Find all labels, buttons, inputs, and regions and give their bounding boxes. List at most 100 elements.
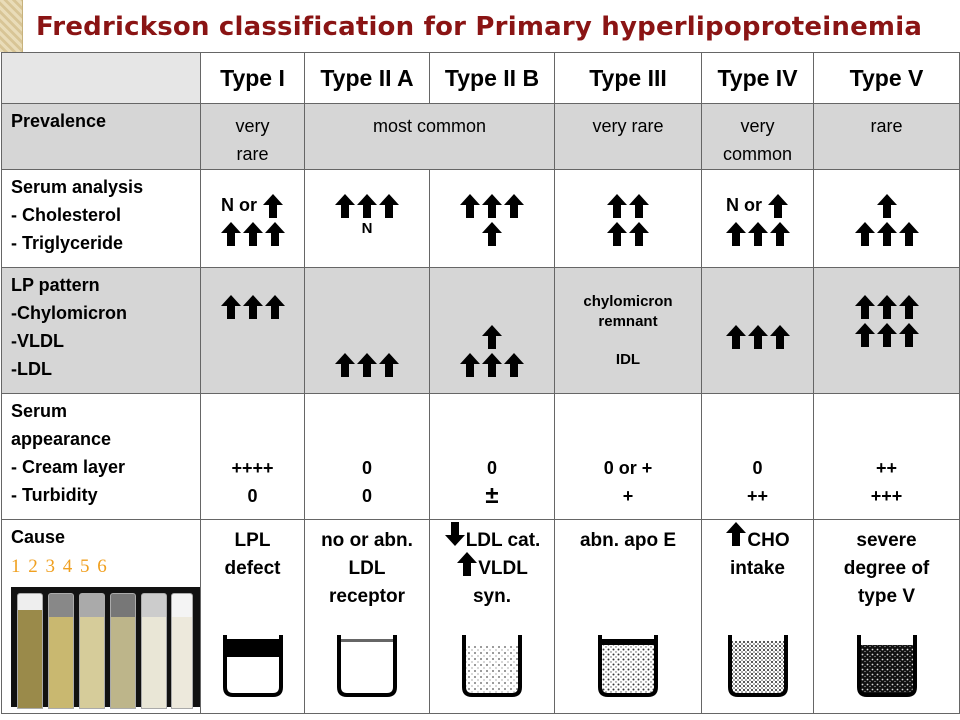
serum-type-iv-tg [703, 219, 813, 247]
appearance-type-iii-cream: 0 or + [603, 458, 653, 478]
arrow-up-icon [629, 193, 649, 218]
serum-n-or-label: N or [220, 194, 257, 215]
lp-type-iv-vldl [703, 322, 813, 350]
cause-type-i-line1: LPL [234, 530, 271, 551]
arrow-up-icon [607, 221, 627, 246]
appearance-type-iib-cream: 0 [486, 458, 497, 478]
prevalence-type-iv: very common [701, 103, 814, 170]
appearance-type-v-turbidity: +++ [870, 486, 903, 506]
arrow-up-icon [357, 193, 377, 218]
lp-type-iii: chylomicron remnant IDL [554, 267, 702, 394]
cause-row: Cause 1 2 3 4 5 6 LPL defect no or abn. … [1, 519, 960, 714]
appearance-type-iii: 0 or ++ [554, 393, 702, 520]
lp-type-iib [429, 267, 555, 394]
serum-type-i-tg [202, 219, 304, 247]
cause-type-iii-line1: abn. apo E [579, 530, 677, 551]
cause-type-iib-text1: LDL cat. [465, 530, 541, 551]
arrow-up-icon [482, 221, 502, 246]
lp-type-i-chylomicron [202, 292, 304, 320]
header-blank [1, 52, 201, 104]
appearance-type-iia-turbidity: 0 [361, 486, 372, 506]
serum-type-iia: N [304, 169, 430, 268]
test-tube-6 [171, 593, 193, 709]
test-tubes-photo [11, 587, 200, 709]
cause-type-v-line3: type V [857, 586, 916, 607]
arrow-up-icon [457, 551, 478, 576]
lp-label-line3: -VLDL [11, 331, 64, 351]
header-row: Type I Type II A Type II B Type III Type… [1, 52, 960, 104]
arrow-up-icon [725, 221, 746, 246]
prevalence-type-iv-line2: common [722, 144, 793, 164]
arrow-up-icon [482, 193, 502, 218]
header-type-iv: Type IV [701, 52, 814, 104]
serum-beaker-type-iia [337, 635, 397, 697]
serum-type-v-chol [815, 191, 959, 219]
cause-type-iib: LDL cat. VLDL syn. [429, 519, 555, 714]
cause-type-v: severe degree of type V [813, 519, 960, 714]
arrow-up-icon [264, 295, 285, 320]
arrow-up-icon [769, 221, 790, 246]
serum-beaker-type-iii [598, 635, 658, 697]
serum-type-iia-tg: N [361, 219, 373, 237]
appearance-type-iib-turbidity: ± [485, 482, 499, 509]
arrow-up-icon [876, 221, 897, 246]
lp-type-v-vldl [815, 320, 959, 348]
header-type-iii: Type III [554, 52, 702, 104]
arrow-up-icon [898, 323, 919, 348]
cause-type-iv-line2: intake [730, 558, 785, 579]
fredrickson-table: Type I Type II A Type II B Type III Type… [1, 52, 960, 714]
cause-type-iia: no or abn. LDL receptor [304, 519, 430, 714]
cause-label: Cause [11, 527, 66, 547]
arrow-up-icon [504, 353, 524, 378]
arrow-up-icon [747, 221, 768, 246]
serum-type-iib [429, 169, 555, 268]
serum-type-i-chol: N or [202, 191, 304, 219]
corner-decoration [0, 0, 23, 52]
arrow-up-icon [482, 325, 502, 350]
lp-label-line1: LP pattern [11, 275, 100, 295]
header-type-i: Type I [200, 52, 305, 104]
appearance-type-iv: 0++ [701, 393, 814, 520]
lp-type-v [813, 267, 960, 394]
arrow-up-icon [460, 193, 480, 218]
arrow-up-icon [460, 353, 480, 378]
lp-type-i [200, 267, 305, 394]
arrow-up-icon [607, 193, 627, 218]
lp-label-line4: -LDL [11, 359, 52, 379]
arrow-up-icon [768, 193, 788, 218]
lp-label-line2: -Chylomicron [11, 303, 128, 323]
lp-type-iib-ldl [431, 350, 554, 378]
arrow-up-icon [726, 521, 747, 546]
arrow-up-icon [725, 325, 746, 350]
cause-type-i-line2: defect [224, 558, 281, 579]
serum-type-iia-chol [306, 191, 429, 219]
serum-type-iii [554, 169, 702, 268]
arrow-up-icon [876, 295, 897, 320]
arrow-up-icon [335, 353, 355, 378]
serum-type-iii-tg [556, 219, 701, 247]
appearance-type-iib: 0± [429, 393, 555, 520]
serum-analysis-row: Serum analysis - Cholesterol - Triglycer… [1, 169, 960, 268]
test-tube-2 [48, 593, 74, 709]
serum-label-line3: - Triglyceride [11, 233, 124, 253]
test-tube-4 [110, 593, 136, 709]
serum-appearance-label: Serum appearance - Cream layer - Turbidi… [1, 393, 201, 520]
arrow-up-icon [482, 353, 502, 378]
appearance-label-line3: - Cream layer [11, 457, 126, 477]
arrow-up-icon [220, 295, 241, 320]
cause-label-cell: Cause 1 2 3 4 5 6 [1, 519, 201, 714]
appearance-type-v: +++++ [813, 393, 960, 520]
prevalence-type-iv-line1: very [740, 116, 775, 136]
tube-numbers: 1 2 3 4 5 6 [11, 556, 107, 577]
serum-beaker-type-iib [462, 635, 522, 697]
cause-type-iib-line3: syn. [472, 586, 512, 607]
serum-label-line1: Serum analysis [11, 177, 144, 197]
appearance-type-i-turbidity: 0 [247, 486, 258, 506]
appearance-label-line1: Serum [11, 401, 68, 421]
arrow-up-icon [747, 325, 768, 350]
serum-n-or-label: N or [725, 194, 762, 215]
serum-beaker-type-iv [727, 635, 788, 697]
arrow-up-icon [854, 221, 875, 246]
cause-type-i: LPL defect [200, 519, 305, 714]
